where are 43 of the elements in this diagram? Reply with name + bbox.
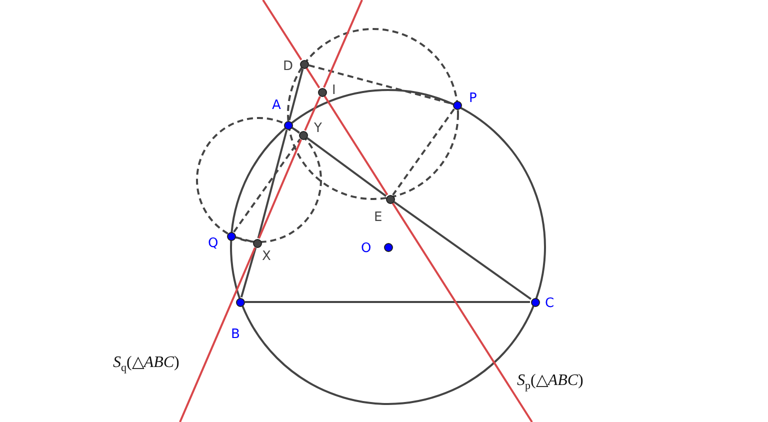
segment — [292, 126, 300, 134]
point-label: X — [262, 249, 271, 264]
line — [392, 202, 533, 422]
point — [284, 120, 292, 130]
segment — [257, 130, 288, 238]
point-label: A — [272, 98, 281, 113]
point — [236, 298, 244, 306]
segment — [306, 137, 387, 197]
point-label: P — [469, 91, 477, 106]
point-label: B — [231, 327, 240, 342]
point — [318, 88, 326, 96]
point — [384, 242, 392, 252]
point-label: Q — [208, 236, 218, 251]
segment — [240, 248, 257, 298]
point — [452, 100, 462, 110]
point — [252, 238, 262, 248]
line-label: S$_{q}$(△ABC) — [113, 354, 180, 376]
point — [386, 194, 394, 204]
segment — [245, 301, 530, 303]
dashed-segment — [308, 64, 452, 105]
line — [262, 0, 302, 60]
line — [306, 68, 320, 88]
line — [324, 96, 388, 196]
point — [530, 298, 540, 306]
point — [298, 130, 308, 140]
point-label: E — [374, 210, 382, 225]
dashed-segment — [233, 138, 301, 233]
dashed-segment — [236, 236, 252, 243]
line — [179, 247, 256, 422]
line-label: S$_{p}$(△ABC) — [517, 372, 584, 394]
point-label: Y — [314, 121, 322, 136]
line — [323, 0, 363, 88]
point-label: O — [361, 241, 372, 256]
segment — [288, 68, 304, 120]
line — [304, 96, 321, 131]
line — [258, 139, 302, 239]
point-label: C — [545, 296, 554, 311]
dashed-segment — [392, 108, 455, 196]
point — [300, 60, 308, 68]
point-label: D — [283, 59, 294, 74]
point-label: I — [332, 83, 336, 98]
segment — [394, 201, 532, 300]
point — [226, 232, 236, 240]
